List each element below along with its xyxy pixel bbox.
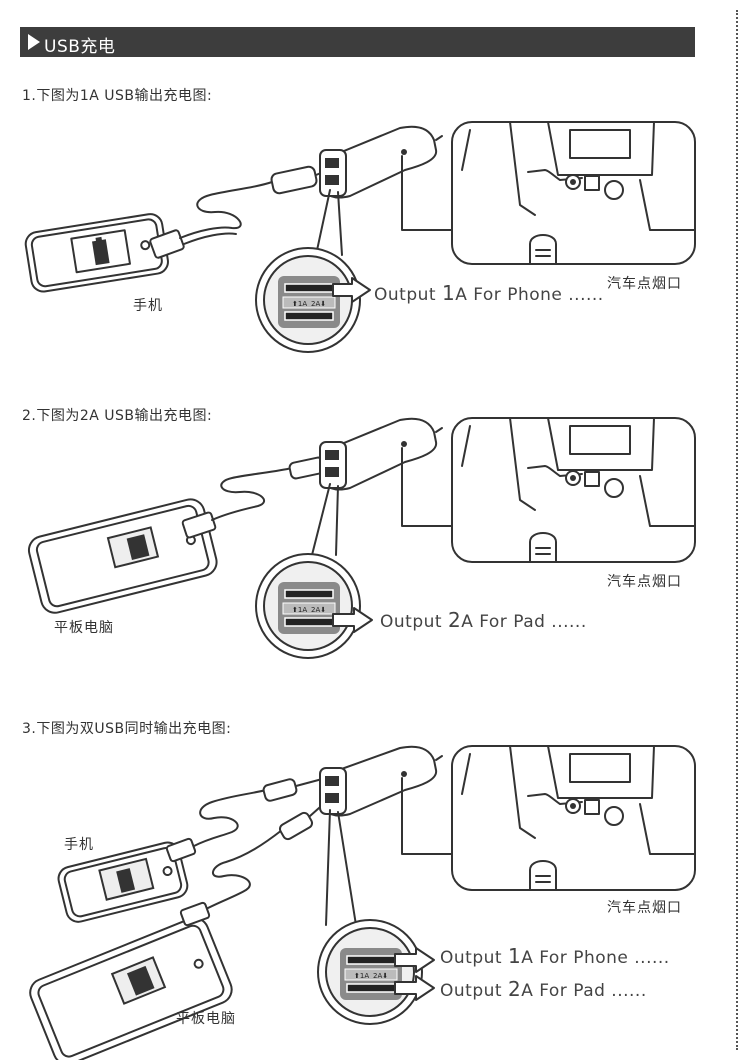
svg-text:2A⬇: 2A⬇ — [373, 972, 388, 980]
output-text-3a: Output 1A For Phone ...... — [440, 944, 670, 968]
lighter-label-2: 汽车点烟口 — [607, 574, 682, 590]
svg-text:⬆1A: ⬆1A — [292, 606, 307, 614]
tablet-label-3: 平板电脑 — [176, 1011, 236, 1027]
phone-label-3: 手机 — [64, 837, 94, 853]
output-text-1: Output 1A For Phone ...... — [374, 281, 604, 305]
lighter-label-1: 汽车点烟口 — [607, 276, 682, 292]
section-header: USB充电 — [20, 27, 695, 57]
caption-2: 2.下图为2A USB输出充电图: — [22, 408, 213, 424]
svg-text:2A⬇: 2A⬇ — [311, 300, 326, 308]
phone-label: 手机 — [133, 298, 163, 314]
section-title: USB充电 — [44, 37, 116, 57]
svg-text:2A⬇: 2A⬇ — [311, 606, 326, 614]
output-text-2: Output 2A For Pad ...... — [380, 608, 587, 632]
triangle-bullet-icon — [28, 34, 40, 50]
svg-text:⬆1A: ⬆1A — [354, 972, 369, 980]
tablet-label: 平板电脑 — [54, 620, 114, 636]
svg-text:⬆1A: ⬆1A — [292, 300, 307, 308]
page-edge-dotted-line — [736, 10, 738, 1050]
lighter-label-3: 汽车点烟口 — [607, 900, 682, 916]
caption-3: 3.下图为双USB同时输出充电图: — [22, 721, 232, 737]
output-text-3b: Output 2A For Pad ...... — [440, 977, 647, 1001]
caption-1: 1.下图为1A USB输出充电图: — [22, 88, 213, 104]
